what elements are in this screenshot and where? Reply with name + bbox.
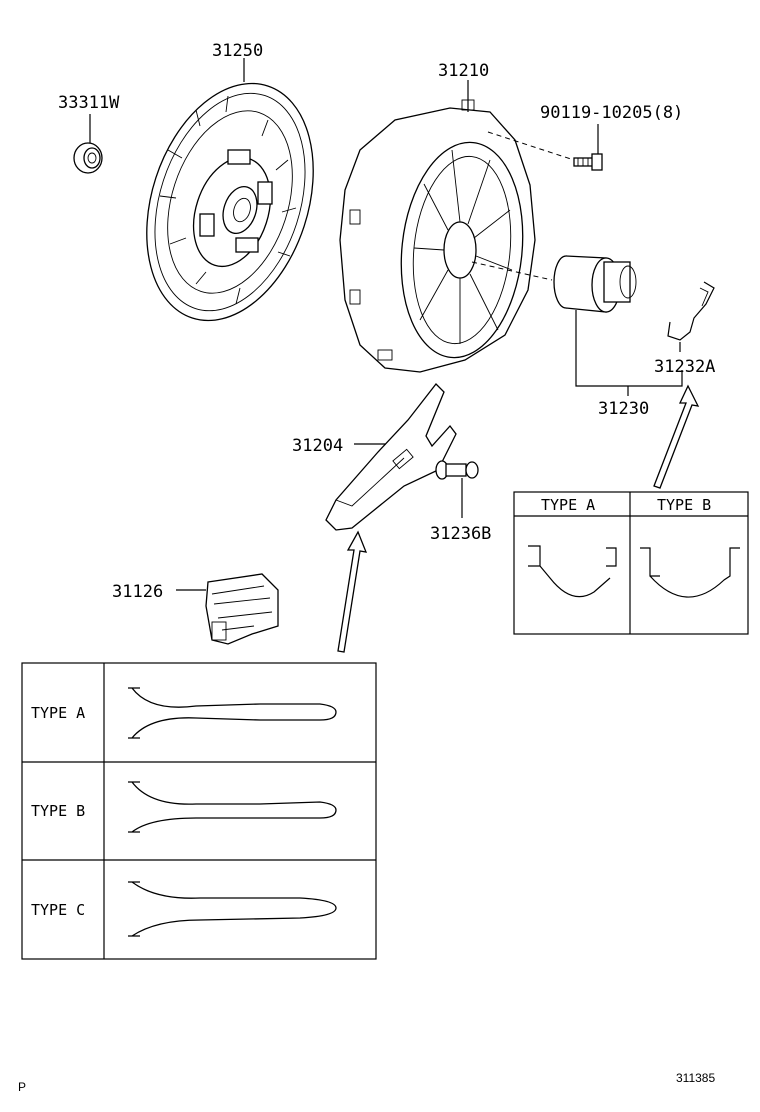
part-label-31204: 31204 xyxy=(292,436,343,456)
footer-left-mark: P xyxy=(18,1080,26,1094)
release-boot-drawing xyxy=(205,573,279,645)
part-label-31230: 31230 xyxy=(598,399,649,419)
fork-type-table xyxy=(21,662,377,960)
bolt-dash-line xyxy=(487,131,575,161)
part-label-31126: 31126 xyxy=(112,582,163,602)
pilot-bearing-drawing xyxy=(73,142,103,174)
clutch-cover-drawing xyxy=(339,99,536,373)
fork-support-drawing xyxy=(435,460,479,480)
part-label-31236b: 31236B xyxy=(430,524,491,544)
arrow-to-31232a xyxy=(653,384,700,489)
bearing-dash-line xyxy=(471,261,553,281)
arrow-to-31204 xyxy=(337,530,368,653)
clip-table-header-type-a: TYPE A xyxy=(541,496,595,514)
part-label-31232a: 31232A xyxy=(654,357,715,377)
fork-table-label-type-a: TYPE A xyxy=(31,704,85,722)
release-bearing-drawing xyxy=(553,255,637,313)
bracket-31230 xyxy=(575,310,683,387)
fork-type-a-drawing xyxy=(128,687,337,739)
part-label-33311w: 33311W xyxy=(58,93,120,113)
clip-table-header-type-b: TYPE B xyxy=(657,496,711,514)
fork-type-b-drawing xyxy=(128,781,337,833)
clip-type-a-drawing xyxy=(528,545,617,598)
cover-bolt-drawing xyxy=(573,153,603,171)
fork-type-c-drawing xyxy=(128,881,337,937)
part-label-31250: 31250 xyxy=(212,41,263,61)
fork-table-label-type-c: TYPE C xyxy=(31,901,85,919)
hub-clip-drawing xyxy=(667,281,715,341)
part-label-90119-10205: 90119-10205(8) xyxy=(540,103,683,123)
part-label-31210: 31210 xyxy=(438,61,489,81)
clutch-disc-drawing xyxy=(146,82,314,322)
fork-table-label-type-b: TYPE B xyxy=(31,802,85,820)
release-fork-drawing xyxy=(325,383,457,531)
clip-type-table xyxy=(513,491,749,635)
figure-number: 311385 xyxy=(676,1071,715,1085)
clip-type-b-drawing xyxy=(640,547,740,598)
